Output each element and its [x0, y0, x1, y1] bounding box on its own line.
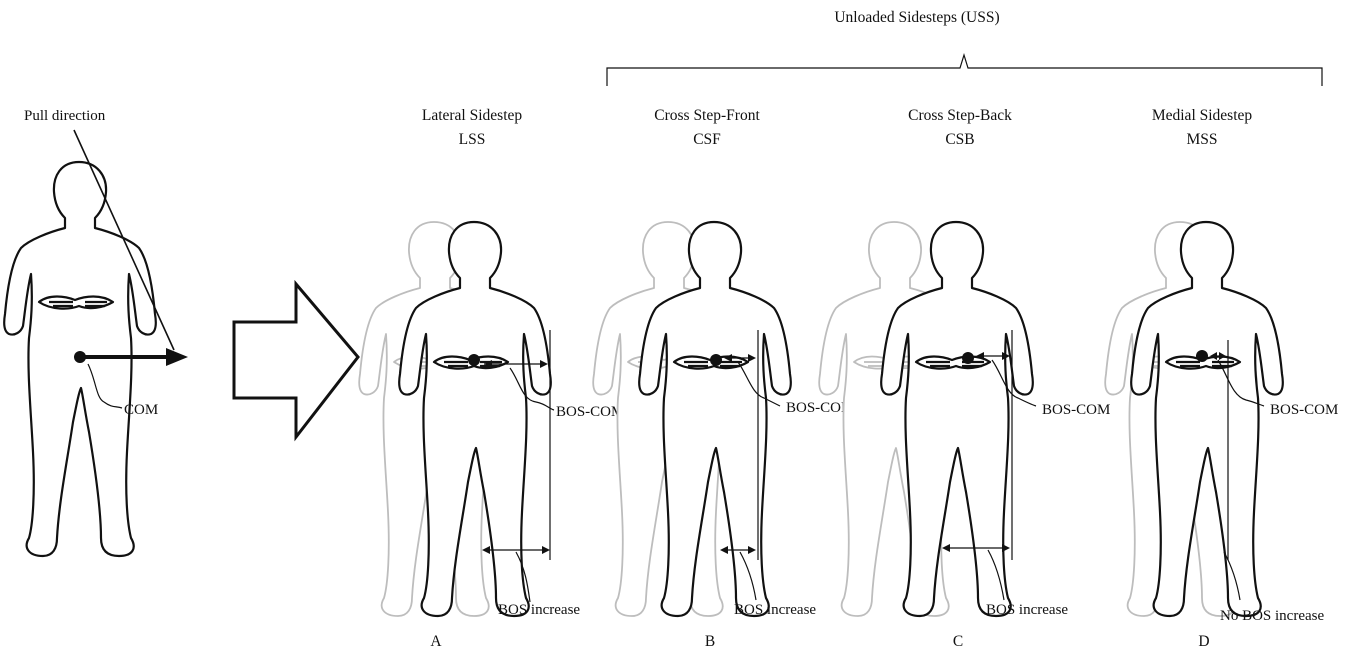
- panel-title: Lateral Sidestep: [422, 107, 523, 124]
- pull-arrow-head: [166, 348, 188, 366]
- panel-mss: Medial Sidestep MSS BOS-COM No BOS incre…: [1105, 107, 1338, 650]
- pull-direction-label: Pull direction: [24, 108, 106, 124]
- panel-letter: C: [953, 633, 963, 650]
- bos-change-label: BOS increase: [734, 602, 816, 618]
- com-dot: [74, 351, 86, 363]
- com-dot: [468, 354, 480, 366]
- panel-abbr: CSF: [693, 131, 721, 148]
- group-bracket: [607, 55, 1322, 86]
- transition-arrow: [234, 284, 358, 437]
- bos-change-label: BOS increase: [498, 602, 580, 618]
- panel-letter: B: [705, 633, 715, 650]
- panel-csf: Cross Step-Front CSF BOS-COM BOS increas…: [593, 107, 854, 650]
- panel-abbr: MSS: [1186, 131, 1217, 148]
- panel-letter: A: [430, 633, 442, 650]
- bos-com-label: BOS-COM: [1042, 402, 1110, 418]
- bos-change-label: No BOS increase: [1220, 608, 1324, 624]
- panel-csb: Cross Step-Back CSB BOS-COM BOS increase…: [819, 107, 1110, 650]
- com-dot: [1196, 350, 1208, 362]
- panel-abbr: LSS: [459, 131, 486, 148]
- group-label: Unloaded Sidesteps (USS): [834, 9, 999, 26]
- panel-abbr: CSB: [945, 131, 974, 148]
- com-label: COM: [124, 402, 158, 418]
- panel-letter: D: [1198, 633, 1209, 650]
- panel-title: Cross Step-Back: [908, 107, 1012, 124]
- bos-com-label: BOS-COM: [556, 404, 624, 420]
- panel-title: Cross Step-Front: [654, 107, 760, 124]
- com-dot: [962, 352, 974, 364]
- panel-lss: Lateral Sidestep LSS BOS-COM BOS increas…: [359, 107, 624, 650]
- bos-com-label: BOS-COM: [1270, 402, 1338, 418]
- panel-title: Medial Sidestep: [1152, 107, 1253, 124]
- bos-change-label: BOS increase: [986, 602, 1068, 618]
- com-dot: [710, 354, 722, 366]
